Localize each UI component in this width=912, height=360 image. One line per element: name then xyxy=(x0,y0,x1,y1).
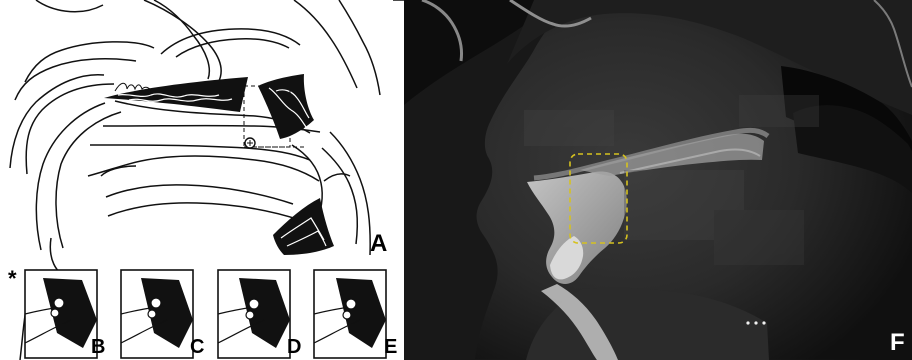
panel-label-a: A xyxy=(370,232,387,256)
anatomy-drawing-panel: * A B C D E xyxy=(0,0,404,360)
thumb-d-circle-1 xyxy=(249,299,259,309)
asterisk-marker: * xyxy=(8,266,17,292)
thumb-d-circle-2 xyxy=(246,311,254,319)
ct-scan-panel: F xyxy=(404,0,912,360)
thumb-e-circle-2 xyxy=(343,311,351,319)
panel-label-b: B xyxy=(91,337,105,357)
panel-label-f: F xyxy=(890,331,905,355)
callout-marker-group xyxy=(245,138,255,148)
signature-path xyxy=(115,83,151,91)
anatomy-drawing xyxy=(0,0,404,360)
thumbnail-e xyxy=(314,270,386,358)
thumbnail-b xyxy=(25,270,97,358)
ct-scan-image xyxy=(404,0,912,360)
panel-label-d: D xyxy=(287,337,301,357)
thumbnail-d xyxy=(218,270,290,358)
thumbnail-c xyxy=(121,270,193,358)
thumb-e-circle-1 xyxy=(346,299,356,309)
signature-mark xyxy=(113,79,153,95)
thumb-b-circle-1 xyxy=(54,298,64,308)
thumb-b-circle-2 xyxy=(51,309,59,317)
panel-label-c: C xyxy=(190,337,204,357)
thumb-c-circle-1 xyxy=(151,298,161,308)
thumb-c-circle-2 xyxy=(148,310,156,318)
panel-label-e: E xyxy=(384,337,397,357)
